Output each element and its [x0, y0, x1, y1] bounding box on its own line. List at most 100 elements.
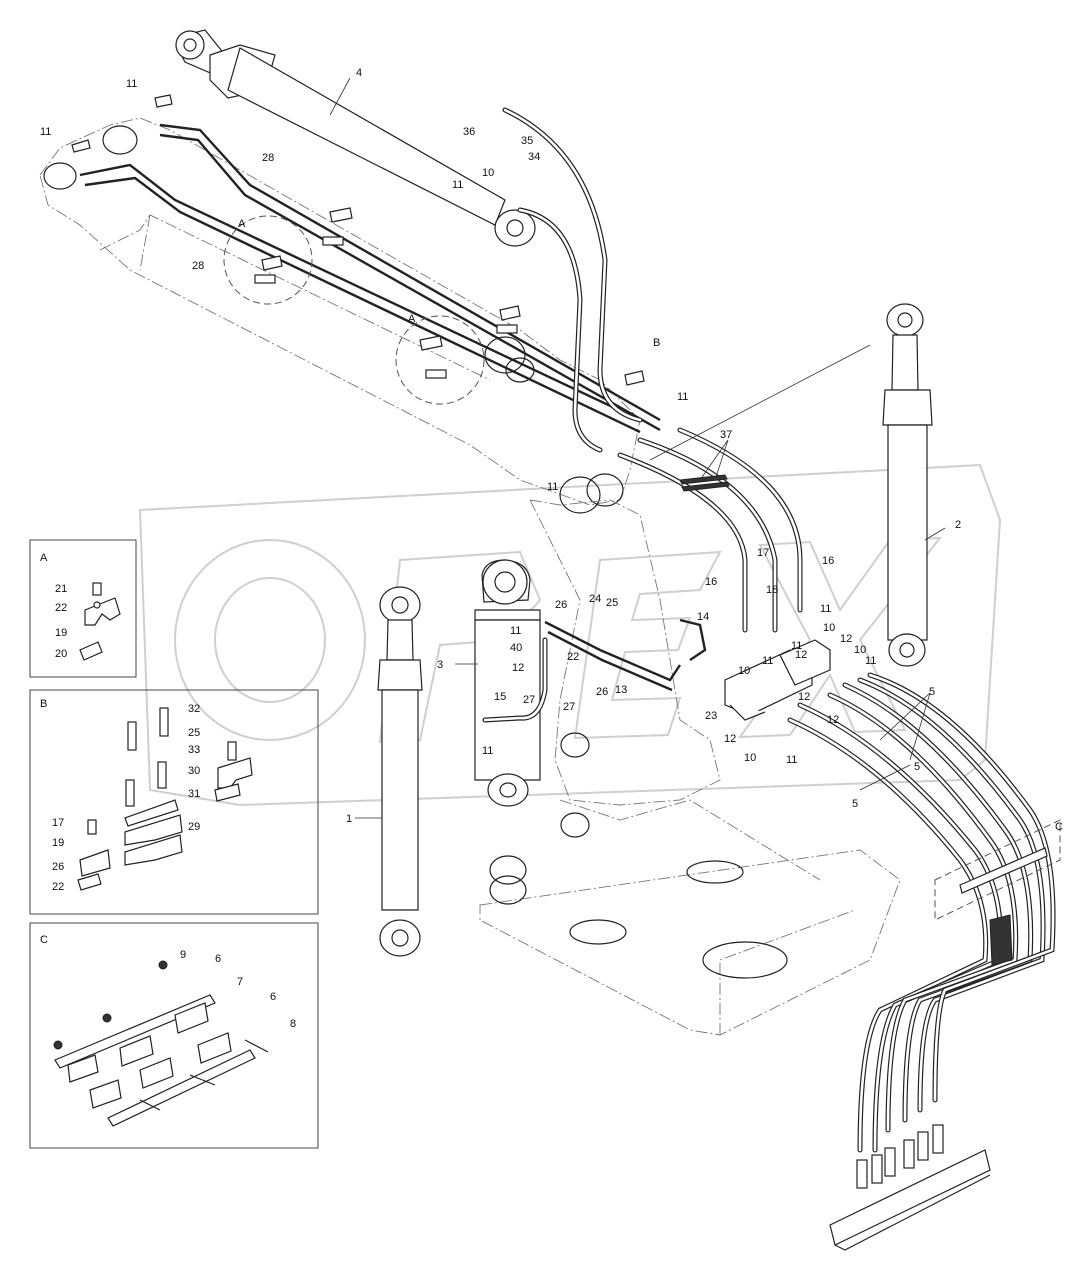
detail-ref-c: C — [1055, 821, 1063, 833]
callout-1: 1 — [346, 813, 352, 825]
detail-a-panel — [29, 539, 137, 678]
callout-11: 11 — [762, 655, 773, 667]
callout-12: 12 — [798, 691, 810, 703]
callout-11: 11 — [865, 655, 876, 667]
detail-ref-a: A — [238, 218, 246, 230]
callout-24: 24 — [589, 593, 601, 605]
callout-11: 11 — [510, 625, 521, 637]
callout-labels: 4 2 3 1 5 5 5 11 11 11 11 11 11 11 11 11… — [40, 67, 1063, 833]
cylinder-4 — [175, 29, 536, 247]
boom-structure — [39, 117, 641, 514]
detail-c-title: C — [40, 934, 48, 946]
detail-c-panel — [29, 922, 319, 1149]
callout-10: 10 — [738, 665, 750, 677]
detail-c-label: 6 — [270, 991, 276, 1003]
detail-c-label: 9 — [180, 949, 186, 961]
callout-28: 28 — [262, 152, 274, 164]
callout-11: 11 — [791, 640, 802, 652]
detail-c-label: 7 — [237, 976, 243, 988]
callout-34: 34 — [528, 151, 540, 163]
callout-18: 18 — [766, 584, 778, 596]
pipes-13-14-15 — [482, 618, 707, 723]
detail-a-label: 21 — [55, 583, 67, 595]
detail-b-label: 26 — [52, 861, 64, 873]
detail-ref-b: B — [653, 337, 660, 349]
callout-23: 23 — [705, 710, 717, 722]
detail-b-title: B — [40, 698, 47, 710]
hoses-arm — [502, 107, 803, 633]
callout-17: 17 — [757, 547, 769, 559]
callout-11: 11 — [677, 391, 688, 403]
callout-5: 5 — [852, 798, 858, 810]
callout-11: 11 — [786, 754, 797, 766]
detail-b-label: 22 — [52, 881, 64, 893]
callout-40: 40 — [510, 642, 522, 654]
detail-b-label: 25 — [188, 727, 200, 739]
leader-lines — [329, 77, 946, 819]
detail-b-labels: B 32 25 33 30 31 29 17 19 26 22 — [40, 698, 200, 893]
hoses-5 — [787, 672, 1056, 1153]
callout-14: 14 — [697, 611, 709, 623]
detail-a-labels: A 21 22 19 20 — [40, 552, 67, 660]
callout-28: 28 — [192, 260, 204, 272]
detail-c-label: 8 — [290, 1018, 296, 1030]
detail-ref-a: A — [408, 313, 416, 325]
callout-11: 11 — [547, 481, 558, 493]
callout-25: 25 — [606, 597, 618, 609]
callout-22: 22 — [567, 651, 579, 663]
cylinder-2 — [882, 303, 933, 667]
detail-b-panel — [29, 689, 319, 915]
callout-12: 12 — [512, 662, 524, 674]
callout-12: 12 — [840, 633, 852, 645]
detail-a-label: 19 — [55, 627, 67, 639]
cylinder-1 — [377, 586, 423, 957]
detail-a-title: A — [40, 552, 48, 564]
detail-c-label: 6 — [215, 953, 221, 965]
callout-37: 37 — [720, 429, 732, 441]
detail-b-label: 32 — [188, 703, 200, 715]
detail-b-label: 19 — [52, 837, 64, 849]
callout-26: 26 — [555, 599, 567, 611]
hose-band-37 — [679, 474, 730, 492]
detail-a-circle-1 — [223, 215, 313, 305]
callout-27: 27 — [523, 694, 535, 706]
callout-12: 12 — [827, 714, 839, 726]
valve-block-23 — [724, 639, 831, 721]
pipes-28 — [79, 123, 661, 434]
detail-a-circle-2 — [395, 315, 485, 405]
callout-3: 3 — [437, 659, 443, 671]
detail-a-label: 20 — [55, 648, 67, 660]
callout-12: 12 — [724, 733, 736, 745]
callout-5: 5 — [914, 761, 920, 773]
callout-36: 36 — [463, 126, 475, 138]
detail-b-label: 31 — [188, 788, 200, 800]
pump-plate — [829, 1124, 991, 1251]
callout-11: 11 — [820, 603, 831, 615]
callout-27: 27 — [563, 701, 575, 713]
detail-a-label: 22 — [55, 602, 67, 614]
boom-clamps — [71, 94, 645, 386]
callout-11: 11 — [452, 179, 463, 191]
detail-b-label: 29 — [188, 821, 200, 833]
hose-clamp-c — [934, 819, 1061, 966]
callout-10: 10 — [744, 752, 756, 764]
swing-bracket — [479, 499, 901, 1036]
callout-16: 16 — [705, 576, 717, 588]
callout-35: 35 — [521, 135, 533, 147]
detail-c-labels: C 9 6 7 6 8 — [40, 934, 296, 1030]
callout-12: 12 — [795, 649, 807, 661]
callout-13: 13 — [615, 684, 627, 696]
callout-10: 10 — [482, 167, 494, 179]
detail-b-label: 30 — [188, 765, 200, 777]
callout-26: 26 — [596, 686, 608, 698]
detail-b-label: 33 — [188, 744, 200, 756]
detail-b-label: 17 — [52, 817, 64, 829]
callout-16: 16 — [822, 555, 834, 567]
callout-15: 15 — [494, 691, 506, 703]
callout-10: 10 — [823, 622, 835, 634]
callout-5: 5 — [929, 686, 935, 698]
cylinder-3 — [474, 559, 541, 807]
callout-11: 11 — [40, 126, 51, 138]
callout-10: 10 — [854, 644, 866, 656]
